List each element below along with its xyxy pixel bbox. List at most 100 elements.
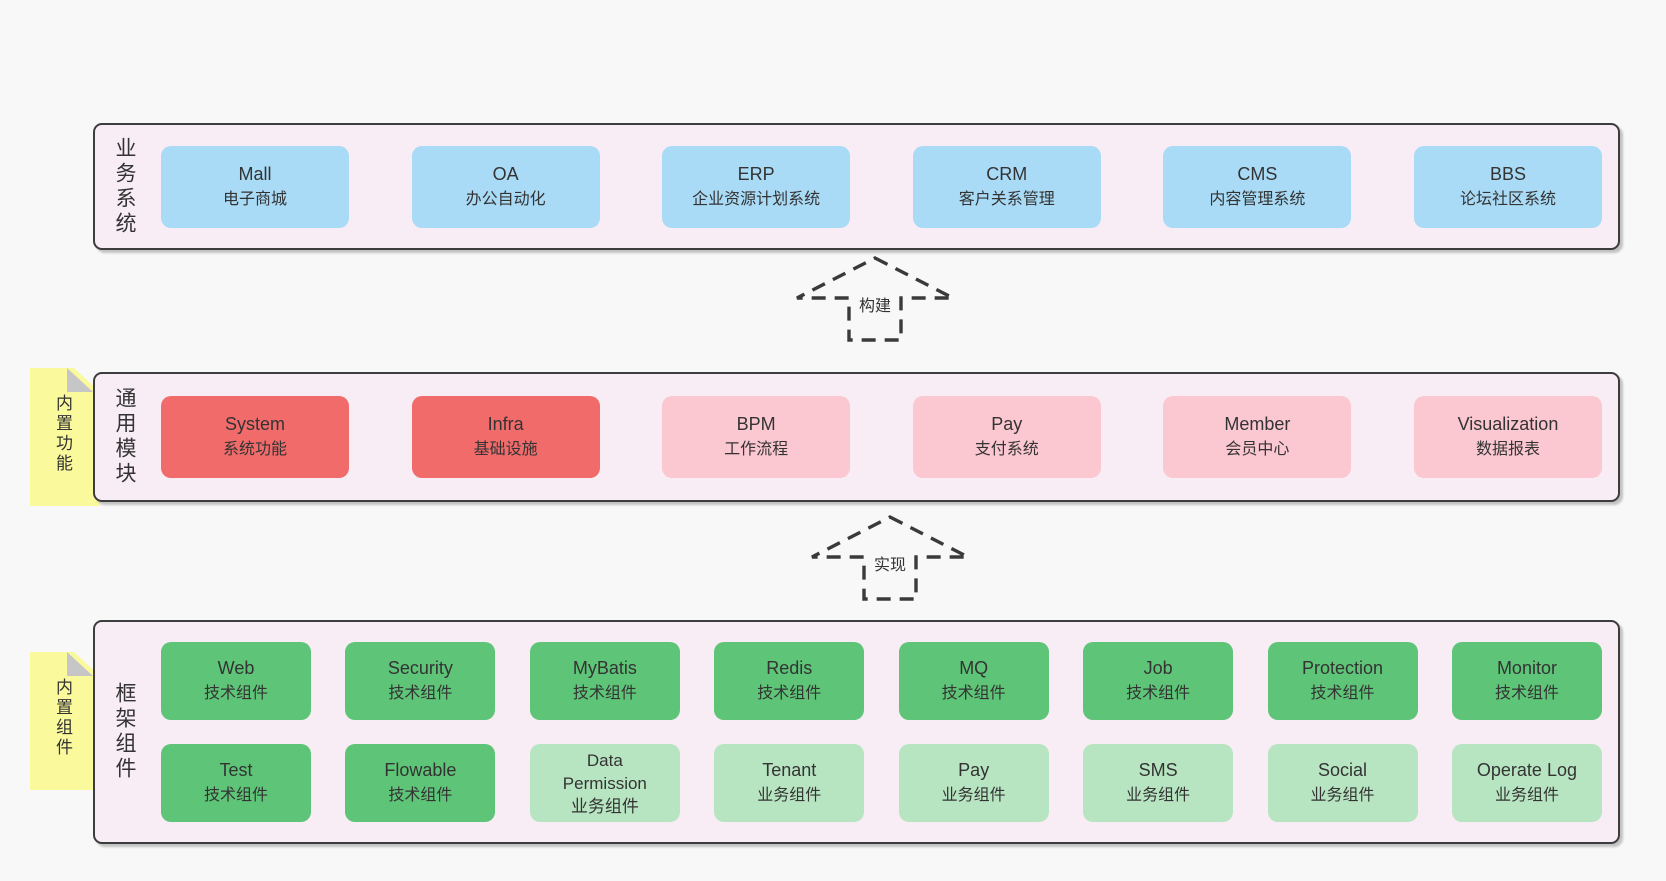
box-title: Flowable [384, 760, 457, 780]
box-subtitle: 技术组件 [203, 787, 268, 804]
business-boxes-row: Mall 电子商城 OA 办公自动化 ERP 企业资源计划系统 CRM 客户关系… [139, 145, 1618, 228]
box-title: Job [1143, 658, 1173, 678]
box-subtitle: 技术组件 [572, 685, 637, 702]
box-title: System [224, 414, 285, 434]
box-pay: Pay 支付系统 [912, 396, 1101, 478]
box-subtitle: 业务组件 [1310, 787, 1375, 804]
implement-arrow-label: 实现 [870, 550, 910, 576]
box-subtitle: 电子商城 [222, 190, 287, 208]
panel-label-common-modules: 通用模块 [113, 387, 136, 487]
box-title: MQ [959, 658, 989, 678]
box-title: Web [217, 658, 255, 678]
box-operate-log: Operate Log 业务组件 [1451, 744, 1602, 822]
box-monitor: Monitor 技术组件 [1451, 642, 1602, 720]
box-crm: CRM 客户关系管理 [912, 145, 1101, 228]
sticky-label-builtin-components: 内置组件 [53, 678, 72, 758]
box-title: BBS [1489, 163, 1526, 184]
box-security: Security 技术组件 [345, 642, 496, 720]
panel-business-systems: 业务系统 Mall 电子商城 OA 办公自动化 ERP 企业资源计划系统 CRM… [93, 123, 1620, 250]
box-title: Tenant [762, 760, 817, 780]
box-subtitle: 业务组件 [757, 787, 822, 804]
box-title: MyBatis [572, 658, 637, 678]
box-test: Test 技术组件 [161, 744, 311, 822]
sticky-note-builtin-components: 内置组件 [30, 652, 100, 790]
box-oa: OA 办公自动化 [411, 145, 600, 228]
box-visualization: Visualization 数据报表 [1413, 396, 1602, 478]
box-bpm: BPM 工作流程 [662, 396, 851, 478]
box-title: OA [492, 163, 519, 184]
folded-corner-icon [67, 368, 93, 392]
sticky-label-builtin-features: 内置功能 [53, 394, 72, 474]
box-bbs: BBS 论坛社区系统 [1413, 145, 1602, 228]
box-title: Security [387, 658, 453, 678]
panel-common-modules: 通用模块 System 系统功能 Infra 基础设施 BPM 工作流程 Pay… [93, 372, 1620, 502]
build-arrow-label: 构建 [855, 291, 895, 317]
box-subtitle: 技术组件 [1310, 685, 1375, 702]
box-infra: Infra 基础设施 [411, 396, 600, 478]
box-flowable: Flowable 技术组件 [345, 744, 496, 822]
box-subtitle: 客户关系管理 [958, 190, 1055, 208]
box-title: CMS [1237, 163, 1278, 184]
box-title: Member [1224, 414, 1291, 434]
box-subtitle: 业务组件 [1494, 787, 1559, 804]
box-title: Pay [991, 414, 1023, 434]
box-title: Social [1318, 760, 1368, 780]
box-mall: Mall 电子商城 [161, 145, 349, 228]
box-title: CRM [986, 163, 1028, 184]
folded-corner-icon [67, 652, 93, 676]
box-subtitle: 技术组件 [1126, 685, 1191, 702]
box-title: Protection [1302, 658, 1384, 678]
box-title: Mall [238, 163, 272, 184]
box-subtitle: 技术组件 [388, 685, 453, 702]
sticky-note-builtin-features: 内置功能 [30, 368, 100, 506]
box-title: Test [219, 760, 253, 780]
box-erp: ERP 企业资源计划系统 [662, 145, 851, 228]
box-subtitle: 办公自动化 [465, 190, 546, 208]
box-subtitle: 业务组件 [941, 787, 1006, 804]
box-title: ERP [737, 163, 775, 184]
box-mq: MQ 技术组件 [898, 642, 1049, 720]
box-system: System 系统功能 [161, 396, 349, 478]
box-subtitle: 系统功能 [222, 441, 287, 458]
box-title: Operate Log [1476, 760, 1577, 780]
box-subtitle: 技术组件 [941, 685, 1006, 702]
box-pay-biz: Pay 业务组件 [898, 744, 1049, 822]
box-web: Web 技术组件 [161, 642, 311, 720]
box-member: Member 会员中心 [1163, 396, 1352, 478]
box-subtitle: 数据报表 [1475, 441, 1540, 458]
modules-boxes-row: System 系统功能 Infra 基础设施 BPM 工作流程 Pay 支付系统… [139, 396, 1618, 478]
box-title: SMS [1138, 760, 1178, 780]
box-redis: Redis 技术组件 [714, 642, 865, 720]
box-title: Visualization [1457, 414, 1559, 434]
box-subtitle: 技术组件 [203, 685, 268, 702]
implement-arrow: 实现 [805, 514, 975, 602]
box-subtitle: 业务组件 [1126, 787, 1191, 804]
box-title: Redis [766, 658, 813, 678]
box-title: Data Permission [562, 750, 647, 793]
box-job: Job 技术组件 [1083, 642, 1234, 720]
box-title: Pay [958, 760, 990, 780]
up-arrow-icon [796, 256, 954, 342]
panel-label-business-systems: 业务系统 [113, 136, 136, 237]
box-social: Social 业务组件 [1267, 744, 1418, 822]
box-subtitle: 支付系统 [974, 441, 1039, 458]
box-tenant: Tenant 业务组件 [714, 744, 865, 822]
box-subtitle: 内容管理系统 [1209, 190, 1306, 208]
box-subtitle: 企业资源计划系统 [692, 190, 821, 208]
box-sms: SMS 业务组件 [1083, 744, 1234, 822]
box-data-permission: Data Permission 业务组件 [529, 744, 680, 822]
build-arrow: 构建 [790, 255, 960, 343]
panel-label-framework-components: 框架组件 [113, 682, 136, 782]
box-subtitle: 业务组件 [570, 796, 639, 816]
components-row-2: Test 技术组件 Flowable 技术组件 Data Permission … [161, 744, 1602, 822]
up-arrow-icon [811, 515, 969, 601]
box-title: Infra [487, 414, 524, 434]
box-mybatis: MyBatis 技术组件 [529, 642, 680, 720]
box-protection: Protection 技术组件 [1267, 642, 1418, 720]
box-title: BPM [736, 414, 776, 434]
box-subtitle: 技术组件 [388, 787, 453, 804]
box-subtitle: 基础设施 [473, 441, 538, 458]
box-subtitle: 技术组件 [757, 685, 822, 702]
box-subtitle: 会员中心 [1225, 441, 1290, 458]
